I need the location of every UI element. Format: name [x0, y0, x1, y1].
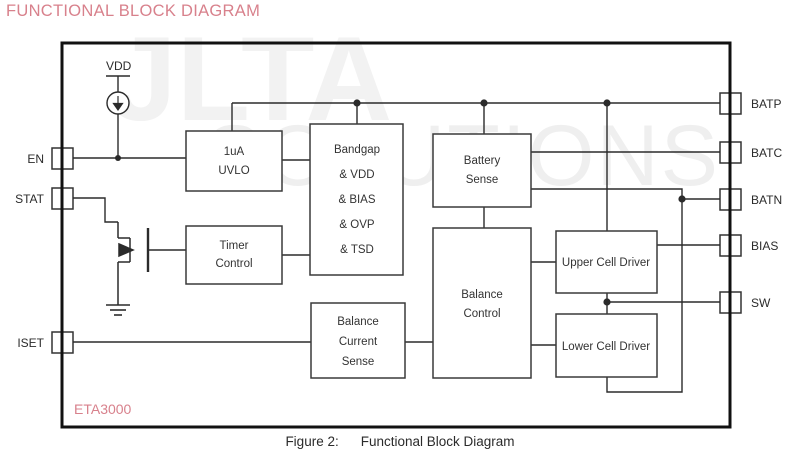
junction-dot-batn-node [678, 195, 686, 203]
block-uvlo[interactable]: 1uA UVLO [185, 130, 283, 192]
block-balance-current-sense-line-3: Sense [342, 356, 375, 368]
block-balance-control[interactable]: Balance Control [432, 227, 532, 379]
block-timer-control-box[interactable] [185, 225, 283, 285]
block-uvlo-line-2: UVLO [218, 165, 249, 177]
block-timer-control-line-2: Control [215, 258, 252, 270]
junction-dot-sw-node [603, 298, 611, 306]
block-balance-current-sense-box[interactable] [310, 302, 406, 379]
pin-label-stat: STAT [15, 192, 45, 206]
left-pins-group: EN STAT ISET [15, 147, 74, 354]
block-battery-sense[interactable]: Battery Sense [432, 133, 532, 208]
ground-icon [106, 304, 130, 316]
block-battery-sense-line-1: Battery [464, 155, 501, 167]
wire-battsense-to-batn [531, 188, 720, 200]
block-battery-sense-line-2: Sense [466, 174, 499, 186]
junction-dots-group [353, 99, 686, 306]
pin-label-iset: ISET [17, 336, 44, 350]
block-upper-cell-driver-box[interactable] [555, 230, 658, 294]
block-bandgap-line-3: & BIAS [338, 194, 375, 206]
mosfet-body-arrow-icon [118, 242, 135, 258]
block-timer-control-line-1: Timer [220, 240, 249, 252]
block-bandgap[interactable]: Bandgap & VDD & BIAS & OVP & TSD [309, 123, 404, 276]
pin-label-batp: BATP [751, 97, 781, 111]
section-title: FUNCTIONAL BLOCK DIAGRAM [6, 2, 261, 20]
pin-label-batn: BATN [751, 193, 782, 207]
figure-title: Functional Block Diagram [360, 434, 515, 449]
block-bandgap-line-4: & OVP [339, 219, 374, 231]
pin-label-bias: BIAS [751, 239, 778, 253]
block-balance-current-sense-line-2: Current [339, 336, 378, 348]
pin-label-en: EN [27, 152, 44, 166]
vdd-supply-group: VDD [106, 59, 132, 161]
block-upper-cell-driver[interactable]: Upper Cell Driver [555, 230, 658, 294]
junction-dot-bandgap-bus [353, 99, 361, 107]
block-bandgap-line-2: & VDD [339, 169, 374, 181]
pin-label-batc: BATC [751, 146, 782, 160]
block-lower-cell-driver[interactable]: Lower Cell Driver [555, 313, 658, 378]
block-bandgap-line-5: & TSD [340, 244, 374, 256]
wire-stat-to-mosfet-drain [73, 197, 118, 223]
block-balance-current-sense-line-1: Balance [337, 316, 379, 328]
block-uvlo-box[interactable] [185, 130, 283, 192]
block-timer-control[interactable]: Timer Control [185, 225, 283, 285]
block-balance-control-line-2: Control [463, 308, 500, 320]
block-bandgap-box[interactable] [309, 123, 404, 276]
wire-lowerdriver-to-batn-rail [606, 199, 683, 393]
junction-dot-upperdriver-bus [603, 99, 611, 107]
wiring-group [73, 102, 720, 393]
current-source-arrow-icon [112, 96, 124, 112]
figure-number: Figure 2: [285, 434, 339, 449]
block-bandgap-line-1: Bandgap [334, 144, 380, 156]
block-battery-sense-box[interactable] [432, 133, 532, 208]
vdd-label: VDD [106, 59, 132, 73]
block-upper-cell-driver-label: Upper Cell Driver [562, 257, 650, 269]
pin-label-sw: SW [751, 296, 771, 310]
part-number-label: ETA3000 [74, 401, 132, 417]
block-lower-cell-driver-label: Lower Cell Driver [562, 341, 650, 353]
block-balance-current-sense[interactable]: Balance Current Sense [310, 302, 406, 379]
figure-caption: Figure 2: Functional Block Diagram [0, 434, 800, 449]
block-lower-cell-driver-box[interactable] [555, 313, 658, 378]
block-uvlo-line-1: 1uA [224, 146, 245, 158]
block-balance-control-line-1: Balance [461, 289, 503, 301]
nmos-transistor-icon [117, 222, 152, 305]
junction-dot-battsense-bus [480, 99, 488, 107]
block-balance-control-box[interactable] [432, 227, 532, 379]
blocks-group: 1uA UVLO Timer Control Bandgap & VDD & B… [185, 123, 658, 379]
